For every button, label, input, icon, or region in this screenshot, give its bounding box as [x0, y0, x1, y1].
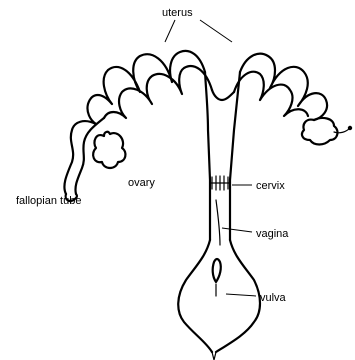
uterus-label: uterus — [162, 7, 193, 19]
vagina-leader-line — [222, 228, 252, 232]
cervix-marks — [210, 176, 230, 190]
uterus-leader-line — [165, 20, 175, 42]
vagina-label: vagina — [256, 228, 289, 240]
uterine-body — [205, 72, 240, 245]
cervix-label: cervix — [256, 180, 285, 192]
ovary-shape — [93, 132, 125, 168]
vulva-leader-line — [226, 294, 256, 296]
vulva-label: vulva — [260, 292, 287, 304]
fallopian-tube-label: fallopian tube — [16, 195, 81, 207]
ovary-label: ovary — [128, 177, 155, 189]
uterus-leader-line-right — [200, 20, 232, 42]
vulva-shape — [178, 240, 260, 360]
uterine-horn-right — [234, 54, 352, 145]
